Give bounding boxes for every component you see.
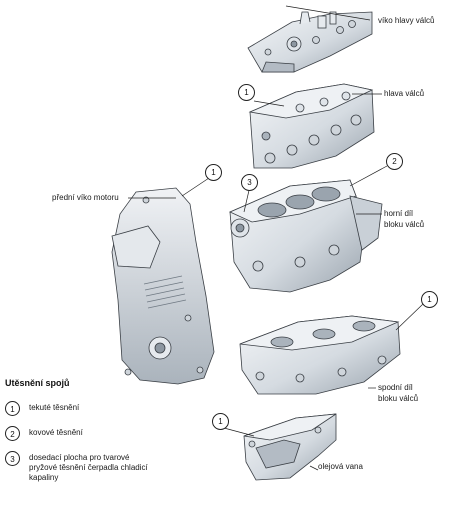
label-oil-pan: olejová vana [318,462,363,471]
front-engine-cover-drawing [111,187,215,385]
callout-liquid-seal-oil-pan: 1 [212,413,229,430]
legend-title: Utěsnění spojů [5,378,70,388]
label-upper-block-line1: horní díl [384,209,413,218]
legend-item-liquid-seal: 1 tekuté těsnění [5,401,155,421]
label-lower-block-line2: bloku válců [378,394,419,403]
legend-text: kovové těsnění [29,428,83,437]
legend-text: dosedací plocha pro tvarové pryžové těsn… [29,453,148,482]
legend-item-metal-gasket: 2 kovové těsnění [5,426,155,446]
legend-number: 2 [5,426,20,441]
cylinder-head-cover-drawing [247,11,373,73]
legend-item-rubber-seal-surface: 3 dosedací plocha pro tvarové pryžové tě… [5,451,155,487]
callout-rubber-seal-surface: 3 [241,174,258,191]
label-lower-block-line1: spodní díl [378,383,413,392]
label-front-engine-cover: přední víko motoru [52,193,119,202]
cylinder-head-drawing [248,83,375,169]
legend-text: tekuté těsnění [29,403,80,412]
label-cylinder-head: hlava válců [384,89,425,98]
legend-number: 1 [5,401,20,416]
label-cylinder-head-cover: víko hlavy válců [378,16,435,25]
callout-liquid-seal-cylinder-head: 1 [238,84,255,101]
callout-metal-gasket: 2 [386,153,403,170]
oil-pan-drawing [243,413,337,481]
lower-block-drawing [239,315,401,395]
label-upper-block-line2: bloku válců [384,220,425,229]
upper-block-drawing [229,179,383,293]
legend-number: 3 [5,451,20,466]
callout-liquid-seal-lower-block: 1 [421,291,438,308]
callout-liquid-seal-front-cover: 1 [205,164,222,181]
legend: 1 tekuté těsnění 2 kovové těsnění 3 dose… [5,401,155,492]
